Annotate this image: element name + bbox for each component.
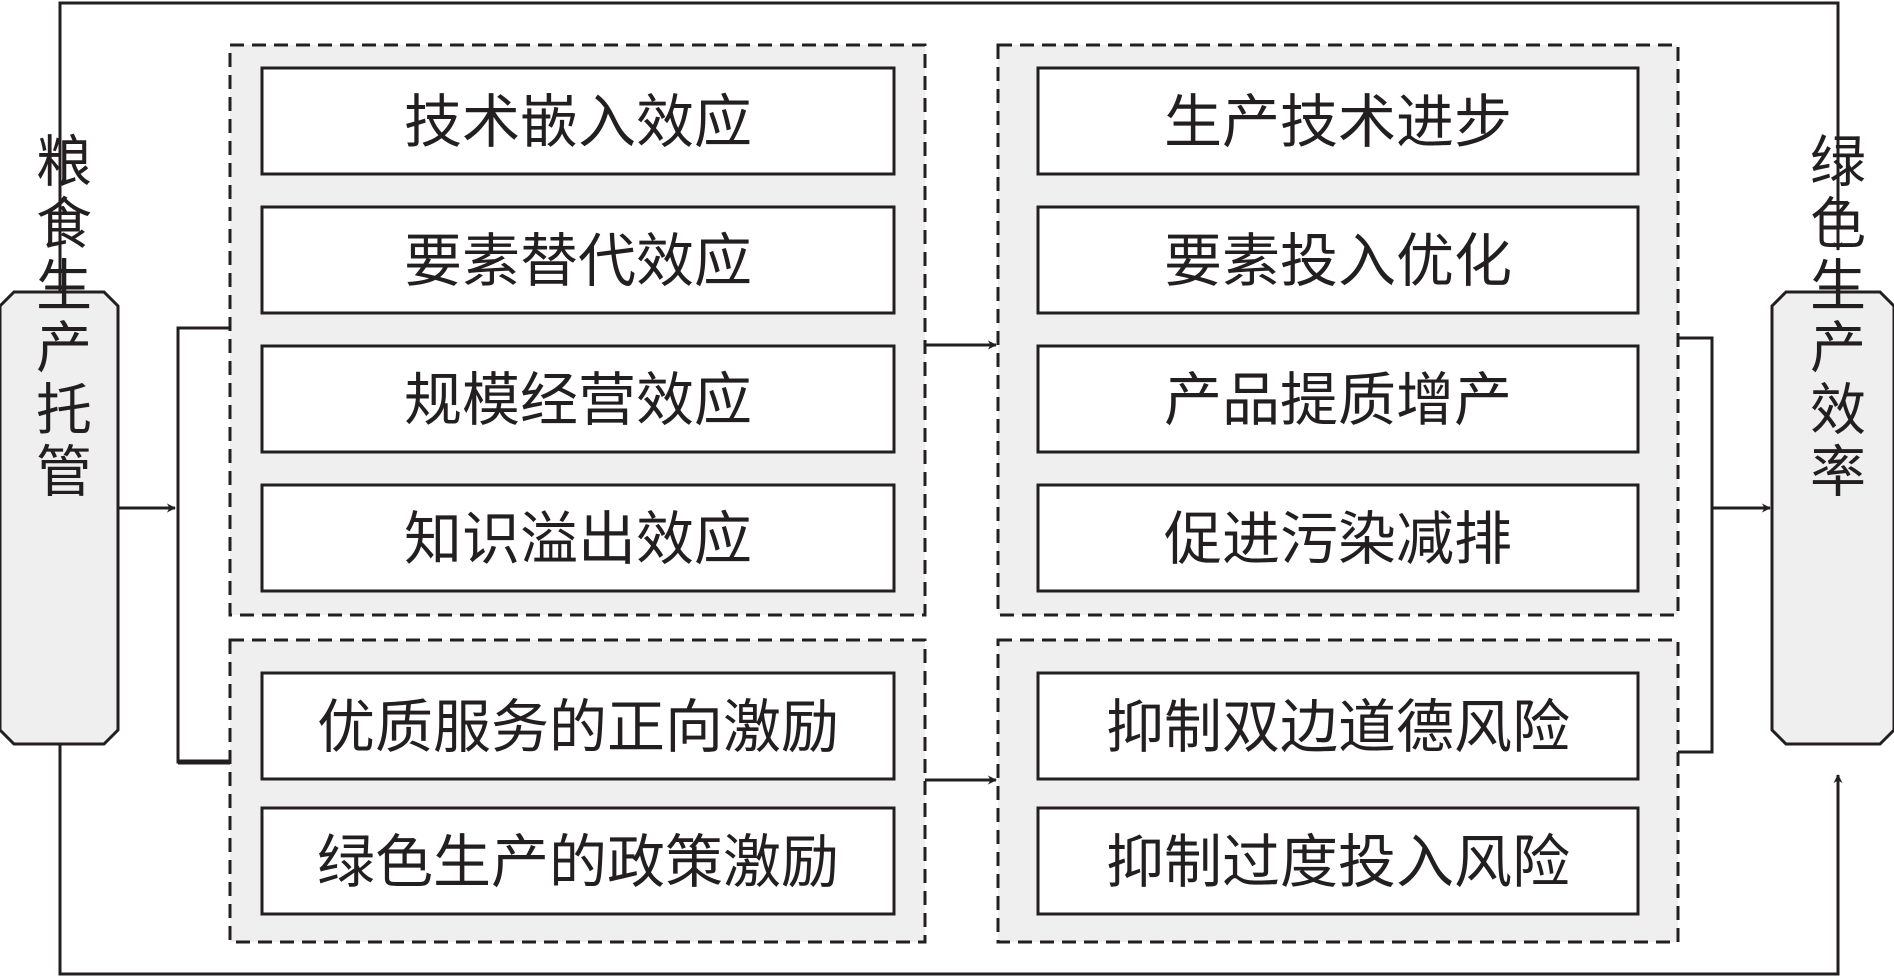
outcome-label: 生产技术进步 [1164,88,1512,156]
effect-label: 要素替代效应 [404,227,752,295]
risk-label: 抑制过度投入风险 [1106,828,1570,896]
source-label: 粮食生产托管 [27,132,92,504]
top-frame-connector [58,1,1843,295]
incentive-box-policy: 绿色生产的政策激励 [260,806,896,916]
effect-label: 技术嵌入效应 [404,88,752,156]
outcome-label: 产品提质增产 [1164,366,1512,434]
outcome-box-quality-yield: 产品提质增产 [1036,344,1640,454]
outcome-box-pollution-reduction: 促进污染减排 [1036,483,1640,593]
left-branch-bracket [176,326,230,764]
risk-box-moral-hazard: 抑制双边道德风险 [1036,671,1640,781]
incentive-label: 优质服务的正向激励 [317,693,839,761]
effect-box-knowledge-spillover: 知识溢出效应 [260,483,896,593]
risk-label: 抑制双边道德风险 [1106,693,1570,761]
target-node: 绿色生产效率 [1770,132,1894,746]
effect-label: 规模经营效应 [404,366,752,434]
outcome-box-input-optimization: 要素投入优化 [1036,205,1640,315]
incentive-label: 绿色生产的政策激励 [317,828,839,896]
effect-box-scale-operation: 规模经营效应 [260,344,896,454]
risk-box-over-input: 抑制过度投入风险 [1036,806,1640,916]
source-node: 粮食生产托管 [0,132,120,746]
right-merge-bracket [1678,336,1714,754]
outcome-label: 促进污染减排 [1164,505,1512,573]
outcome-box-tech-progress: 生产技术进步 [1036,66,1640,176]
target-label: 绿色生产效率 [1801,132,1866,504]
effect-box-technology-embedding: 技术嵌入效应 [260,66,896,176]
bottom-frame-connector [58,745,1843,976]
incentive-box-service: 优质服务的正向激励 [260,671,896,781]
effect-label: 知识溢出效应 [404,505,752,573]
effect-box-factor-substitution: 要素替代效应 [260,205,896,315]
outcome-label: 要素投入优化 [1164,227,1512,295]
